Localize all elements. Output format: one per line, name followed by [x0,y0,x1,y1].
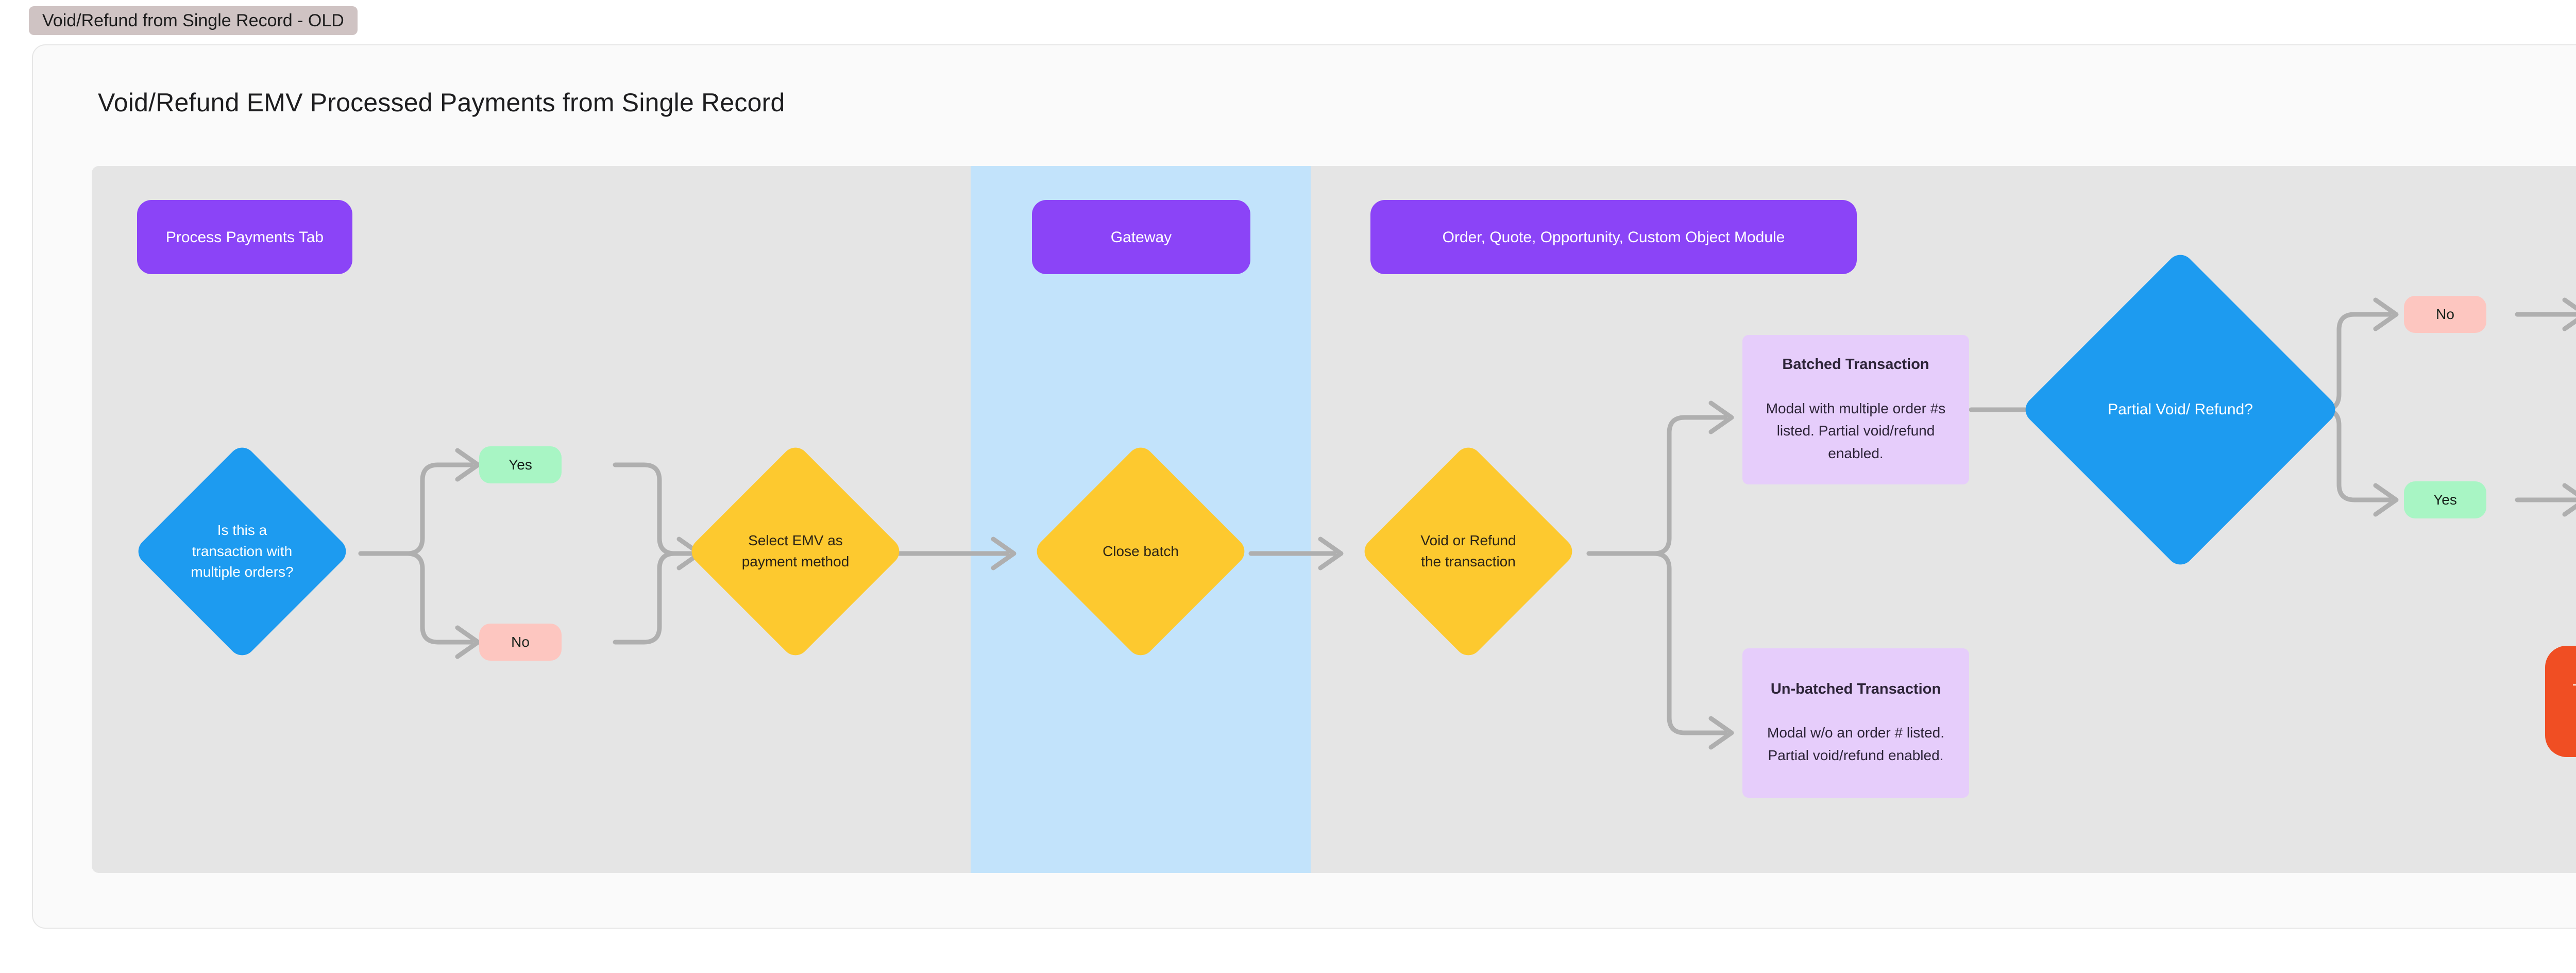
edge-label-no-2-text: No [2436,306,2454,322]
node-decision-multiple-orders[interactable]: Is this a transaction with multiple orde… [132,442,352,661]
document-tab-label: Void/Refund from Single Record - OLD [42,10,344,30]
lane-header-process-payments-label: Process Payments Tab [165,228,324,246]
edge-label-no-1[interactable]: No [479,624,562,661]
node-void-or-refund[interactable]: Void or Refund the transaction [1359,442,1578,661]
node-select-emv[interactable]: Select EMV as payment method [686,442,905,661]
diamond-shape [2020,249,2341,571]
card-batched-transaction-title: Batched Transaction [1782,356,1929,373]
edge-label-no-2[interactable]: No [2404,296,2486,333]
edge-label-yes-2-text: Yes [2433,492,2457,508]
diamond-shape [1359,442,1578,661]
card-unbatched-transaction-title: Un-batched Transaction [1770,680,1941,697]
edge-label-yes-1-text: Yes [509,457,532,473]
edge-label-no-1-text: No [511,634,530,650]
node-decision-partial-void-refund[interactable]: Partial Void/ Refund? [2020,249,2341,571]
diamond-shape [132,442,352,661]
lane-header-gateway[interactable]: Gateway [1032,200,1250,274]
lane-header-process-payments[interactable]: Process Payments Tab [137,200,352,274]
page-title: Void/Refund EMV Processed Payments from … [98,88,785,117]
card-batched-transaction[interactable]: Batched Transaction Modal with multiple … [1742,335,1969,484]
lane-header-modules-label: Order, Quote, Opportunity, Custom Object… [1442,228,1785,246]
document-tab[interactable]: Void/Refund from Single Record - OLD [29,6,358,35]
card-warning-partial-limit-body: The partial amount cannot exceed the tot… [2568,678,2576,725]
lane-header-modules[interactable]: Order, Quote, Opportunity, Custom Object… [1370,200,1857,274]
card-unbatched-transaction[interactable]: Un-batched Transaction Modal w/o an orde… [1742,648,1969,798]
lane-header-gateway-label: Gateway [1110,228,1172,246]
card-batched-transaction-body: Modal with multiple order #s listed. Par… [1766,400,1946,461]
edge-label-yes-1[interactable]: Yes [479,446,562,483]
edge-label-yes-2[interactable]: Yes [2404,481,2486,518]
diamond-shape [1031,442,1250,661]
diamond-shape [686,442,905,661]
card-unbatched-transaction-body: Modal w/o an order # listed. Partial voi… [1767,725,1944,763]
card-warning-partial-limit[interactable]: The partial amount cannot exceed the tot… [2545,646,2576,757]
node-close-batch[interactable]: Close batch [1031,442,1250,661]
